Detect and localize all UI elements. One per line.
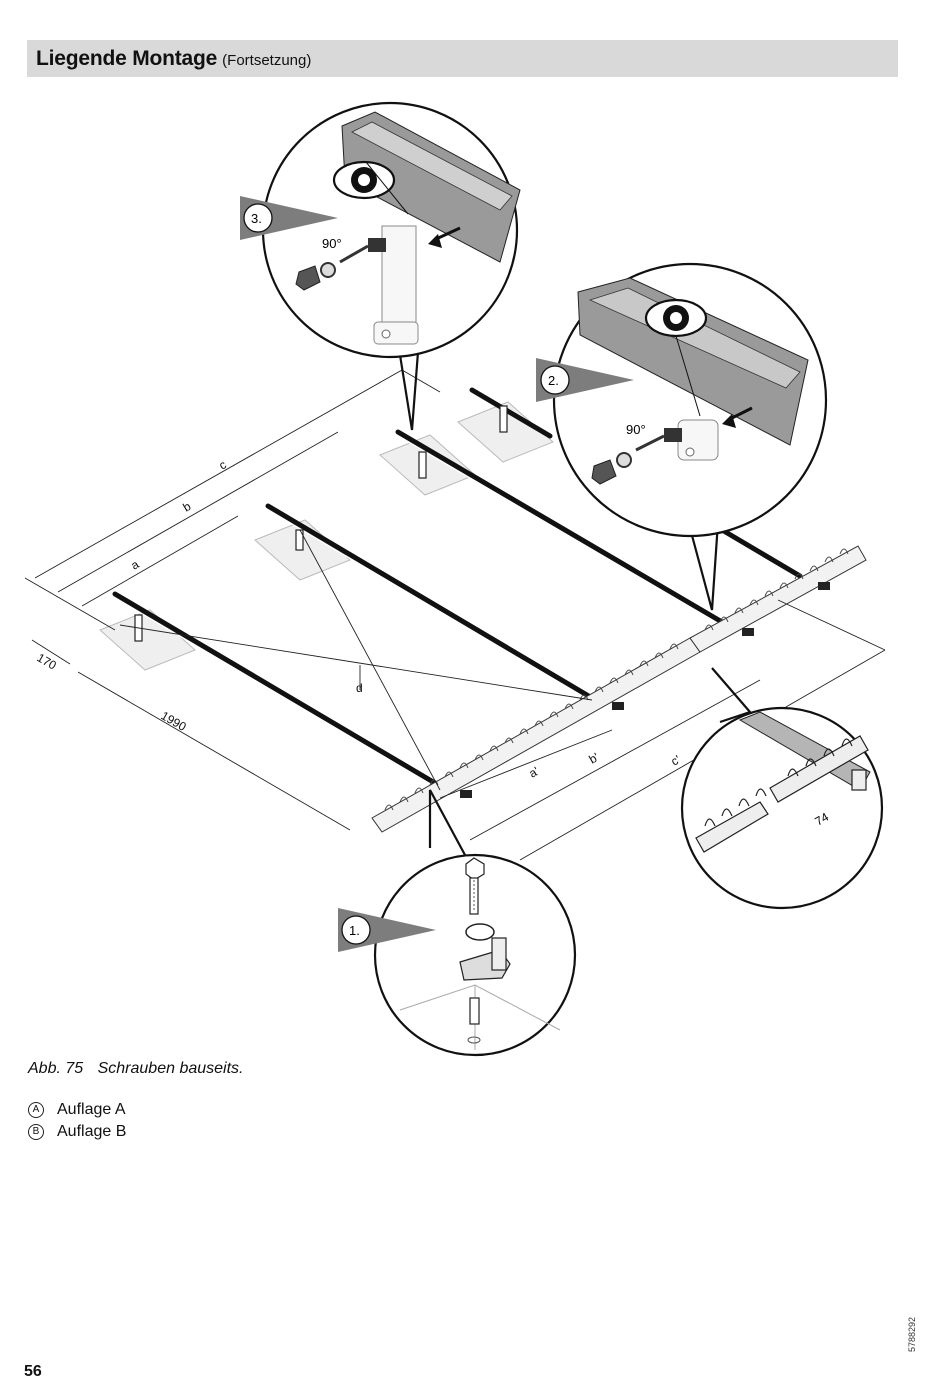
- dimension-lines: [24, 369, 886, 861]
- step-1-label: 1.: [349, 923, 360, 938]
- dim-c-label: c: [217, 457, 229, 472]
- page-number: 56: [24, 1363, 42, 1380]
- dim-170-label: 170: [35, 650, 60, 672]
- figure-caption-text: Schrauben bauseits.: [97, 1060, 244, 1077]
- figure-number: Abb. 75: [28, 1060, 84, 1077]
- detail-circle-1: 1.: [338, 853, 577, 1057]
- dim-1990-label: 1990: [159, 708, 189, 734]
- dim-c-prime-label: c': [669, 752, 683, 768]
- section-subtitle: (Fortsetzung): [222, 52, 312, 69]
- collector-bars: [371, 545, 867, 833]
- legend: A Auflage A B Auflage B: [28, 1099, 126, 1143]
- angle-90-label-2: 90°: [626, 422, 646, 437]
- collector-hooks: [384, 548, 849, 811]
- dim-b-label: b: [181, 499, 194, 515]
- legend-item: A Auflage A: [28, 1099, 126, 1121]
- document-id: 5788292: [907, 1316, 917, 1352]
- legend-label: Auflage A: [57, 1101, 126, 1118]
- dim-74-label: 74: [813, 810, 832, 829]
- dim-a-prime-label: a': [527, 764, 542, 781]
- legend-item: B Auflage B: [28, 1121, 126, 1143]
- detail-circle-2: 90° 2.: [536, 262, 828, 538]
- circled-a-icon: A: [28, 1102, 44, 1118]
- clamp-feet: [460, 582, 830, 798]
- step-2-label: 2.: [548, 373, 559, 388]
- section-header: Liegende Montage (Fortsetzung): [27, 40, 898, 77]
- section-title: Liegende Montage: [36, 46, 218, 70]
- mounting-figure: c b a 170 1990 d a' b' c' 90°: [24, 101, 886, 1057]
- step-3-label: 3.: [251, 211, 262, 226]
- circled-b-icon: B: [28, 1124, 44, 1140]
- detail-circle-74: 74: [680, 706, 884, 910]
- angle-90-label-3: 90°: [322, 236, 342, 251]
- dim-a-label: a: [129, 557, 142, 573]
- detail-circle-3: 90° 3.: [240, 101, 521, 359]
- figure-caption: Abb. 75 Schrauben bauseits.: [28, 1060, 243, 1078]
- dim-d-label: d: [356, 681, 363, 695]
- rails: [112, 387, 803, 791]
- magnifier-leaders: [398, 351, 752, 856]
- legend-label: Auflage B: [57, 1123, 127, 1140]
- dim-b-prime-label: b': [587, 750, 602, 767]
